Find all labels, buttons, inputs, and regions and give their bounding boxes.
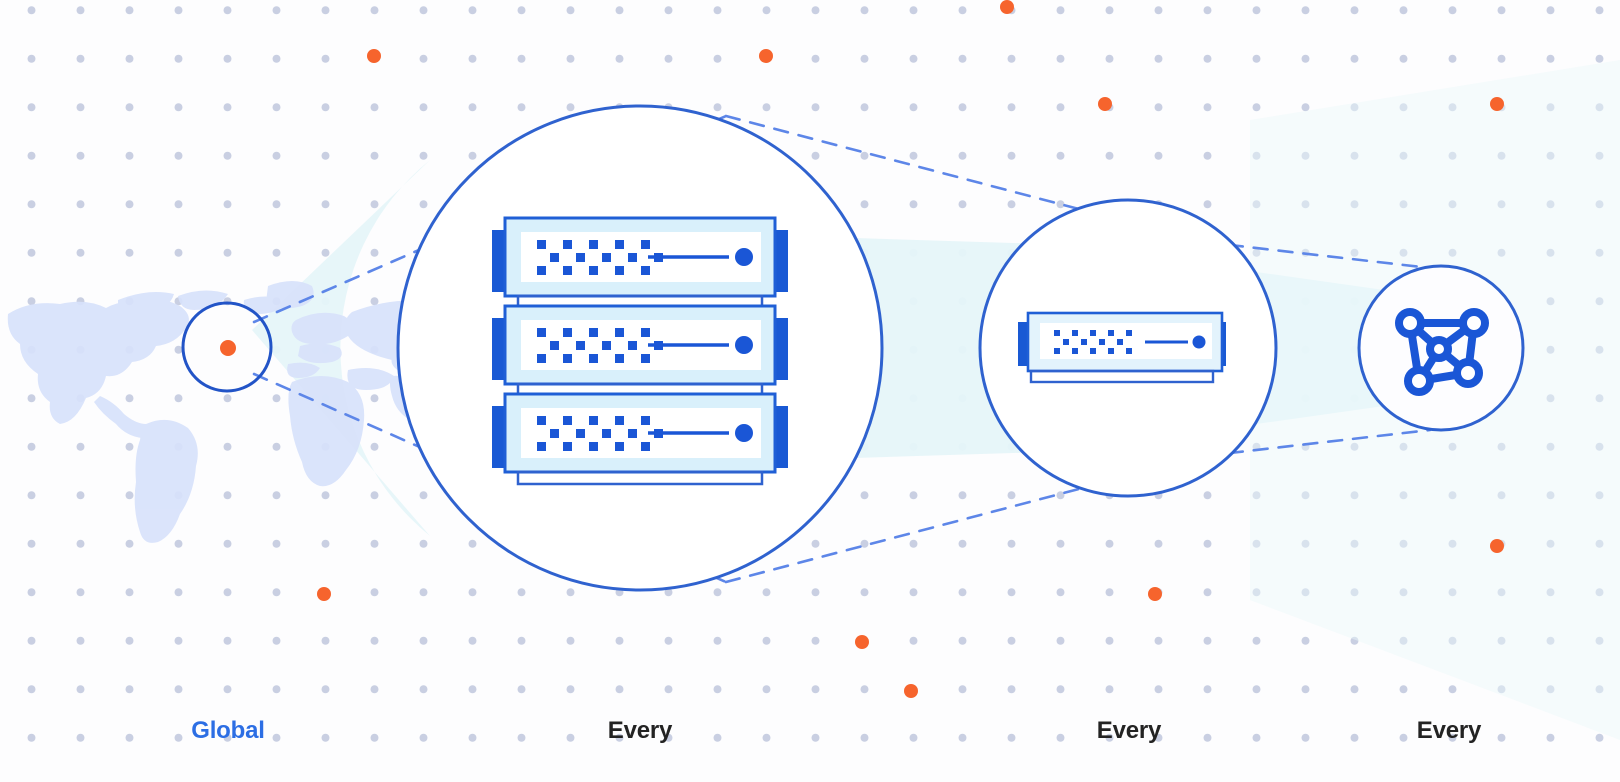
highlight-dot (317, 587, 331, 601)
rack-unit-2 (492, 304, 788, 386)
highlight-dots (317, 0, 1504, 698)
rack-unit-1 (492, 216, 788, 298)
rack-unit-3 (492, 392, 788, 474)
highlight-dot (759, 49, 773, 63)
highlight-dot (1148, 587, 1162, 601)
dashed-line-srv-bottom (1202, 428, 1432, 458)
highlight-dot (1098, 97, 1112, 111)
highlight-dot (1490, 539, 1504, 553)
highlight-dot (855, 635, 869, 649)
map-location-pin-icon (220, 340, 236, 356)
highlight-dot (1000, 0, 1014, 14)
highlight-dot (904, 684, 918, 698)
network-node-bottom-right (1453, 358, 1483, 388)
funnel-map-to-datacenter (252, 160, 430, 536)
dashed-line-srv-top (1202, 240, 1432, 270)
single-server-icon (1018, 311, 1226, 384)
network-nodes-icon (1395, 308, 1489, 396)
funnel-server-to-service (1228, 268, 1409, 428)
circle-map-zoom (181, 301, 273, 393)
network-node-bottom-left (1404, 366, 1434, 396)
network-node-top-right (1459, 308, 1489, 338)
network-node-top-left (1395, 308, 1425, 338)
server-rack-icon (492, 216, 788, 486)
highlight-dot (1490, 97, 1504, 111)
highlight-dot (367, 49, 381, 63)
network-node-center (1426, 336, 1452, 362)
